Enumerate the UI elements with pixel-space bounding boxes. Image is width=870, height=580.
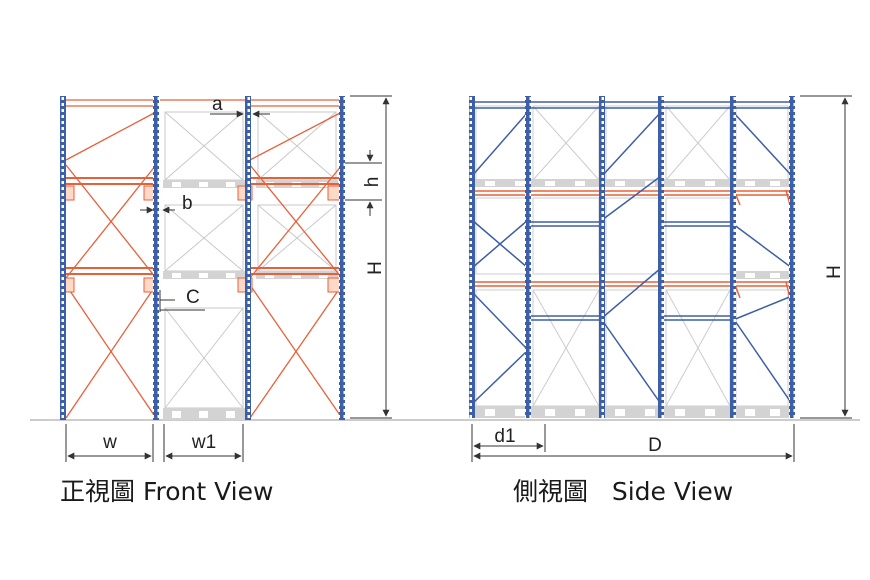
label-H-front: H (365, 261, 386, 275)
label-w: w (102, 432, 117, 453)
front-view-caption: 正視圖 Front View (60, 477, 273, 506)
label-D: D (648, 435, 662, 456)
side-dimensions (471, 95, 852, 462)
front-dimensions (65, 95, 392, 462)
front-bracing (60, 99, 343, 419)
front-beams (60, 177, 342, 275)
label-H-side: H (824, 265, 845, 279)
side-pallets (472, 179, 794, 418)
side-view-caption: 側視圖 Side View (513, 477, 733, 506)
label-a: a (212, 94, 223, 115)
label-d1: d1 (494, 426, 515, 447)
label-c: C (186, 287, 200, 308)
label-w1: w1 (191, 432, 216, 453)
side-bracing (471, 101, 794, 405)
front-view-drawing: a h b C H w w1 (60, 94, 392, 462)
side-uprights (469, 96, 795, 418)
label-h: h (362, 177, 383, 188)
side-pallet-loads (475, 105, 789, 407)
side-view-drawing: H d1 D (469, 95, 852, 462)
front-uprights (60, 96, 345, 420)
label-b: b (182, 193, 193, 214)
front-pallet-loads (164, 111, 337, 409)
side-rails (472, 189, 794, 299)
